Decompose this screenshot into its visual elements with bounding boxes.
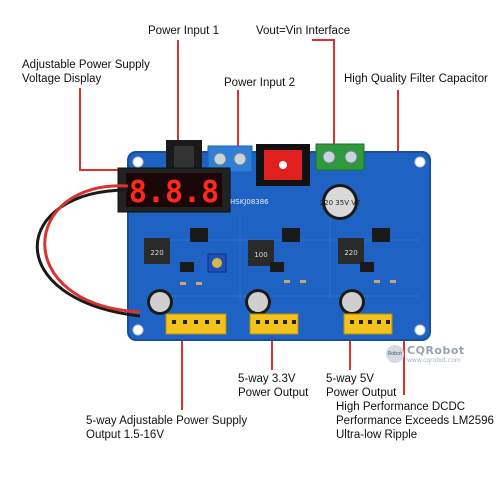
label-display: Adjustable Power Supply Voltage Display: [22, 58, 150, 86]
label-dcdc-line-1: High Performance DCDC: [336, 401, 466, 413]
pin-headers: [165, 313, 393, 335]
label-dcdc-line-3: Ultra-low Ripple: [336, 429, 418, 441]
robot-logo-icon: Robot: [386, 345, 404, 363]
label-adjustable-line-2: Output 1.5-16V: [86, 429, 164, 441]
rocker-switch: [256, 144, 310, 186]
callout-vout: [312, 39, 335, 150]
potentiometer: [207, 253, 227, 273]
watermark: Robot CQRobot www.cqrobot.com: [386, 344, 465, 364]
label-33v-line-1: 5-way 3.3V: [238, 373, 296, 385]
vout-terminal: [315, 143, 365, 171]
watermark-url: www.cqrobot.com: [407, 357, 461, 364]
label-dcdc-line-2: Performance Exceeds LM2596: [336, 415, 494, 427]
model-text: HSKJ08386: [230, 198, 269, 206]
smd-parts: [180, 280, 396, 285]
output-capacitors: [147, 289, 365, 315]
label-power-input-1: Power Input 1: [148, 25, 219, 37]
callout-display: [79, 88, 130, 171]
label-filter-capacitor: High Quality Filter Capacitor: [344, 73, 488, 85]
filter-capacitor-label: 220 35V VT: [320, 199, 361, 207]
watermark-brand: CQRobot: [407, 344, 465, 357]
label-33v-line-2: Power Output: [238, 387, 309, 399]
label-display-line-2: Voltage Display: [22, 73, 102, 85]
label-5v-line-1: 5-way 5V: [326, 373, 374, 385]
label-adjustable-line-1: 5-way Adjustable Power Supply: [86, 415, 248, 427]
dcdc-chips: [180, 228, 390, 272]
display-digits: 8.8.8: [129, 175, 219, 210]
label-display-line-1: Adjustable Power Supply: [22, 59, 150, 71]
label-adjustable-output: 5-way Adjustable Power Supply Output 1.5…: [86, 414, 247, 442]
inductor-3-label: 220: [344, 249, 357, 257]
voltage-display: 8.8.8: [117, 167, 231, 213]
label-power-input-2: Power Input 2: [224, 77, 295, 89]
label-33v-output: 5-way 3.3V Power Output: [238, 372, 308, 400]
inductor-2-label: 100: [254, 251, 267, 259]
filter-capacitor: 220 35V VT: [320, 184, 361, 220]
inductor-1-label: 220: [150, 249, 163, 257]
label-5v-output: 5-way 5V Power Output: [326, 372, 396, 400]
display-wires: [35, 184, 141, 318]
watermark-small-text: Robot: [387, 351, 403, 357]
label-vout-interface: Vout=Vin Interface: [256, 25, 351, 37]
inductors: 220 100 220: [144, 238, 364, 266]
label-5v-line-2: Power Output: [326, 387, 397, 399]
label-dcdc: High Performance DCDC Performance Exceed…: [336, 400, 494, 442]
